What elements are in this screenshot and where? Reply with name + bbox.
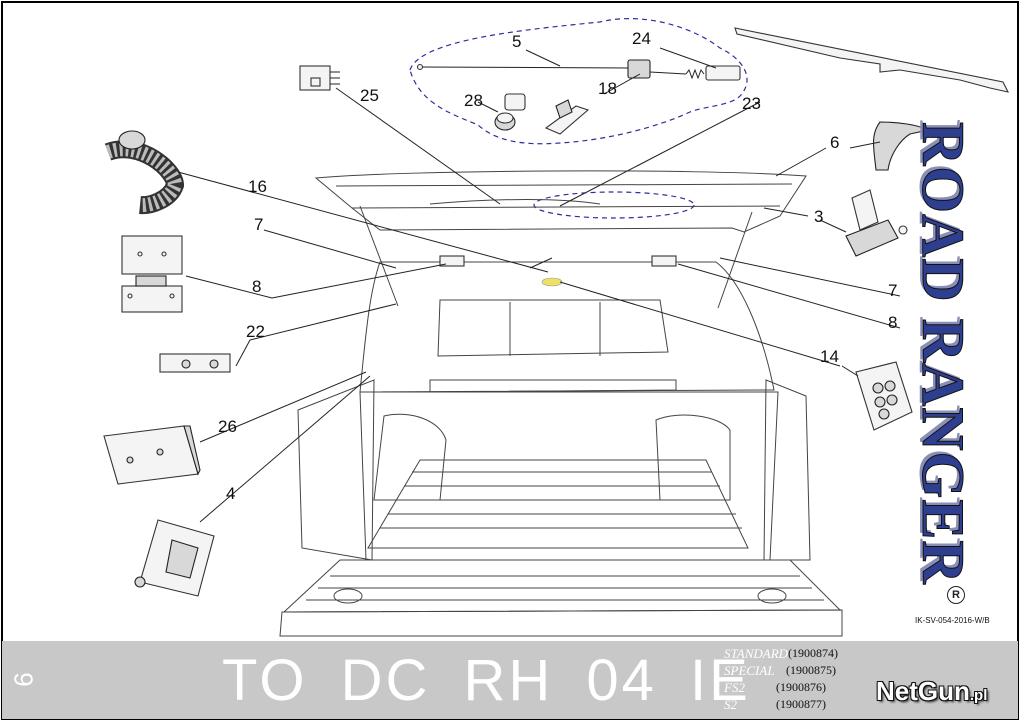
- callout-22: 22: [246, 322, 265, 341]
- variant-list: STANDARD (1900874) SPECIAL (1900875) FS2…: [724, 646, 874, 714]
- part-14-grille: [855, 361, 913, 431]
- callout-28: 28: [464, 91, 483, 110]
- part-22-strip: [159, 353, 231, 373]
- callout-7-left: 7: [254, 215, 263, 234]
- page-number: 9: [8, 672, 39, 687]
- callout-18: 18: [598, 79, 617, 98]
- leader-lines: [177, 47, 901, 523]
- part-4-latch-bracket: [134, 519, 215, 597]
- part-28-bushing: [494, 93, 526, 131]
- part-23-top-rail: [734, 27, 1010, 93]
- variant-row: S2 (1900877): [724, 697, 874, 714]
- part-26-bracket: [103, 425, 201, 485]
- callout-16: 16: [248, 177, 267, 196]
- callout-23: 23: [742, 94, 761, 113]
- callout-14: 14: [820, 347, 839, 366]
- part-8-hinge: [121, 235, 183, 313]
- part-16-seal-hose: [104, 130, 185, 215]
- variant-row: SPECIAL (1900875): [724, 663, 874, 680]
- netgun-logo-main: NetGun: [876, 676, 970, 706]
- part-6-seal-profile: [872, 121, 930, 171]
- netgun-logo: NetGun.pl: [876, 676, 987, 707]
- part-18-bracket: [544, 99, 590, 135]
- truck-canopy-drawing: [279, 170, 843, 637]
- callout-8-left: 8: [252, 277, 261, 296]
- variant-name: STANDARD: [724, 646, 789, 661]
- callout-25: 25: [360, 86, 379, 105]
- dashed-group-spoiler: [533, 191, 695, 219]
- variant-code: (1900876): [776, 680, 826, 694]
- callout-4: 4: [226, 484, 235, 503]
- variant-code: (1900875): [786, 663, 836, 677]
- brand-logo-road-ranger: ROAD RANGER: [910, 122, 977, 586]
- variant-code: (1900874): [788, 646, 838, 660]
- callout-5: 5: [512, 32, 521, 51]
- callout-labels: 5 24 18 28 25 23 6 16 3 7 7 8 8 22 14 26…: [218, 29, 897, 503]
- callout-6: 6: [830, 133, 839, 152]
- registered-mark: R: [947, 586, 965, 604]
- bed-floor-ribs: [380, 471, 742, 529]
- callout-8-right: 8: [888, 313, 897, 332]
- dashed-group-lock: [409, 18, 748, 145]
- variant-code: (1900877): [776, 697, 826, 711]
- tailgate-ribs: [306, 575, 824, 601]
- variant-name: FS2: [724, 680, 745, 695]
- variant-row: STANDARD (1900874): [724, 646, 874, 663]
- netgun-logo-suffix: .pl: [969, 687, 988, 704]
- callout-3: 3: [814, 207, 823, 226]
- callout-24: 24: [632, 29, 651, 48]
- part-25-switch: [299, 65, 340, 91]
- document-id: IK-SV-054-2016-W/B: [915, 616, 990, 625]
- part-3-mount-bracket: [845, 189, 908, 257]
- variant-name: S2: [724, 697, 737, 712]
- footer-bar: [2, 641, 1018, 719]
- variant-name: SPECIAL: [724, 663, 775, 678]
- part-5-lock-rod: [416, 59, 741, 81]
- variant-row: FS2 (1900876): [724, 680, 874, 697]
- model-code: TO DC RH 04 IE: [222, 648, 751, 713]
- callout-7-right: 7: [888, 281, 897, 300]
- callout-26: 26: [218, 417, 237, 436]
